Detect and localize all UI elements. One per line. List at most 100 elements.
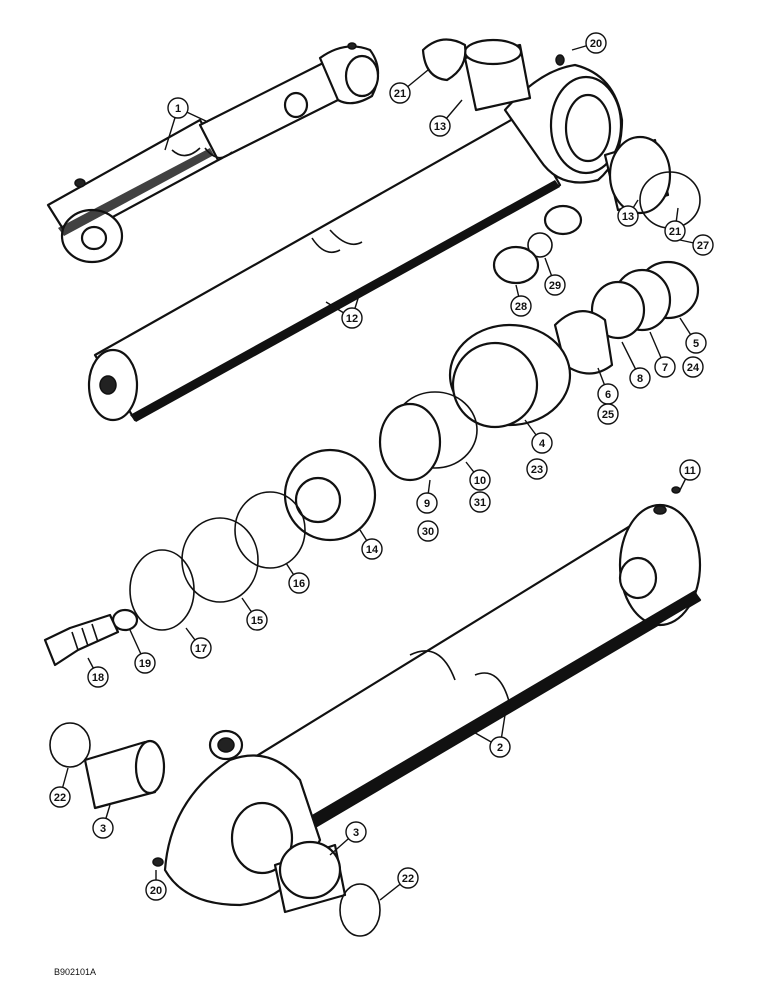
callout-circle: [629, 367, 651, 389]
callout-circle: [397, 867, 419, 889]
callout-7: 7: [649, 331, 676, 378]
callout-label: 18: [92, 672, 104, 684]
callout-circle: [246, 609, 268, 631]
callout-label: 2: [497, 742, 503, 754]
callout-circle: [585, 32, 607, 54]
callout-2: 2: [469, 714, 511, 758]
callout-9: 9: [416, 479, 438, 514]
callout-18: 18: [87, 657, 109, 688]
assembled-cylinder: [46, 42, 380, 264]
callout-layer: 1202113132127282912524786254231031930141…: [49, 32, 714, 901]
callout-11: 11: [679, 459, 701, 491]
callout-8: 8: [621, 341, 651, 389]
callout-label: 3: [100, 823, 106, 835]
callout-label: 28: [515, 301, 527, 313]
callout-label: 16: [293, 578, 305, 590]
callout-label: 21: [394, 88, 406, 100]
callout-circle: [654, 356, 676, 378]
callout-22: 22: [379, 867, 419, 901]
callout-label: 15: [251, 615, 263, 627]
callout-circle: [345, 821, 367, 843]
callout-label: 1: [175, 103, 181, 115]
callout-circle: [190, 637, 212, 659]
callout-circle: [469, 469, 491, 491]
piston-assembly: [43, 448, 377, 667]
callout-label: 8: [637, 373, 643, 385]
callout-label: 22: [54, 792, 66, 804]
piston-rod: [87, 63, 624, 422]
callout-label: 13: [622, 211, 634, 223]
callout-label: 13: [434, 121, 446, 133]
callout-circle: [489, 736, 511, 758]
callout-label: 25: [602, 409, 614, 421]
callout-circle: [417, 520, 439, 542]
callout-label: 22: [402, 873, 414, 885]
callout-circle: [429, 115, 451, 137]
callout-20: 20: [145, 870, 167, 901]
callout-label: 20: [590, 38, 602, 50]
callout-circle: [49, 786, 71, 808]
callout-5: 5: [679, 317, 707, 354]
callout-circle: [389, 82, 411, 104]
gland-assembly: [378, 260, 700, 482]
callout-24: 24: [682, 356, 704, 378]
callout-circle: [682, 356, 704, 378]
callout-21: 21: [389, 69, 429, 104]
callout-label: 9: [424, 498, 430, 510]
callout-circle: [167, 97, 189, 119]
callout-circle: [469, 491, 491, 513]
callout-31: 31: [469, 491, 491, 513]
callout-circle: [145, 879, 167, 901]
callout-circle: [617, 205, 639, 227]
callout-6: 6: [597, 367, 619, 405]
callout-label: 21: [669, 226, 681, 238]
callout-label: 24: [687, 362, 700, 374]
callout-circle: [361, 538, 383, 560]
callout-23: 23: [526, 458, 548, 480]
callout-circle: [87, 666, 109, 688]
callout-15: 15: [241, 597, 268, 631]
callout-29: 29: [544, 257, 566, 296]
figure-id: B902101A: [54, 967, 96, 977]
callout-circle: [692, 234, 714, 256]
callout-12: 12: [325, 291, 363, 329]
callout-label: 10: [474, 475, 486, 487]
callout-circle: [679, 459, 701, 481]
callout-label: 4: [539, 438, 546, 450]
callout-label: 7: [662, 362, 668, 374]
callout-4: 4: [524, 419, 553, 454]
callout-20: 20: [571, 32, 607, 54]
callout-16: 16: [285, 562, 310, 594]
callout-circle: [685, 332, 707, 354]
callout-14: 14: [359, 529, 383, 560]
callout-label: 14: [366, 544, 379, 556]
callout-25: 25: [597, 403, 619, 425]
callout-circle: [664, 220, 686, 242]
callout-label: 31: [474, 497, 486, 509]
callout-circle: [416, 492, 438, 514]
callout-label: 23: [531, 464, 543, 476]
callout-circle: [288, 572, 310, 594]
callout-1: 1: [164, 97, 209, 151]
callout-circle: [510, 295, 532, 317]
callout-label: 17: [195, 643, 207, 655]
callout-circle: [597, 403, 619, 425]
callout-label: 12: [346, 313, 358, 325]
callout-3: 3: [92, 804, 114, 839]
callout-17: 17: [185, 627, 212, 659]
callout-21: 21: [664, 207, 686, 242]
callout-22: 22: [49, 767, 71, 808]
callout-label: 20: [150, 885, 162, 897]
callout-label: 11: [684, 465, 696, 477]
callout-30: 30: [417, 520, 439, 542]
callout-circle: [526, 458, 548, 480]
callout-label: 3: [353, 827, 359, 839]
callout-label: 19: [139, 658, 151, 670]
callout-circle: [341, 307, 363, 329]
callout-circle: [92, 817, 114, 839]
rod-eye-bushings: [421, 38, 701, 285]
callout-label: 27: [697, 240, 709, 252]
callout-3: 3: [329, 821, 367, 856]
callout-label: 29: [549, 280, 561, 292]
